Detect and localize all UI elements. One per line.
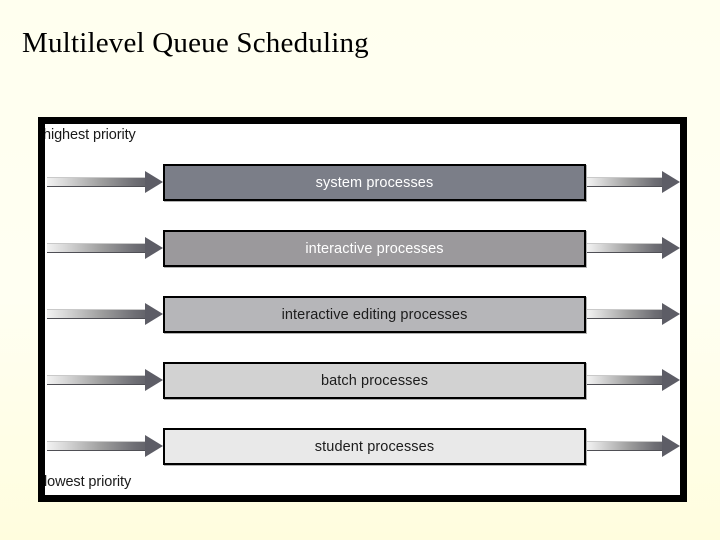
arrow-head (662, 435, 680, 457)
highest-priority-label: highest priority (43, 127, 136, 143)
arrow-shaft (587, 441, 664, 451)
arrow-shaft (587, 375, 664, 385)
queue-label: interactive editing processes (281, 306, 468, 323)
outgoing-arrow-icon (587, 171, 680, 193)
queue-label: student processes (314, 438, 435, 455)
diagram-inner-canvas: highest priority system processes (45, 124, 680, 495)
incoming-arrow-icon (47, 237, 163, 259)
incoming-arrow-icon (47, 435, 163, 457)
arrow-head (662, 237, 680, 259)
queue-box-student-processes[interactable]: student processes (163, 428, 586, 465)
arrow-head (145, 369, 163, 391)
incoming-arrow-icon (47, 303, 163, 325)
arrow-shaft (47, 243, 147, 253)
queue-box-interactive-editing-processes[interactable]: interactive editing processes (163, 296, 586, 333)
arrow-shaft (587, 243, 664, 253)
queue-row: student processes (45, 426, 680, 466)
queue-row: interactive processes (45, 228, 680, 268)
arrow-shaft (47, 375, 147, 385)
queue-label: interactive processes (305, 240, 444, 257)
arrow-head (662, 171, 680, 193)
arrow-head (145, 237, 163, 259)
page-title: Multilevel Queue Scheduling (22, 27, 369, 59)
queue-row: interactive editing processes (45, 294, 680, 334)
arrow-head (662, 303, 680, 325)
queue-box-interactive-processes[interactable]: interactive processes (163, 230, 586, 267)
arrow-shaft (47, 441, 147, 451)
arrow-head (662, 369, 680, 391)
outgoing-arrow-icon (587, 369, 680, 391)
arrow-head (145, 171, 163, 193)
arrow-head (145, 303, 163, 325)
incoming-arrow-icon (47, 171, 163, 193)
outgoing-arrow-icon (587, 237, 680, 259)
arrow-shaft (47, 309, 147, 319)
arrow-head (145, 435, 163, 457)
queue-box-system-processes[interactable]: system processes (163, 164, 586, 201)
queue-label: batch processes (320, 372, 429, 389)
arrow-shaft (587, 309, 664, 319)
queue-row: batch processes (45, 360, 680, 400)
incoming-arrow-icon (47, 369, 163, 391)
arrow-shaft (47, 177, 147, 187)
multilevel-queue-diagram: highest priority system processes (38, 117, 687, 502)
queue-label: system processes (315, 174, 434, 191)
queue-row: system processes (45, 162, 680, 202)
outgoing-arrow-icon (587, 435, 680, 457)
arrow-shaft (587, 177, 664, 187)
queue-box-batch-processes[interactable]: batch processes (163, 362, 586, 399)
lowest-priority-label: lowest priority (44, 474, 132, 490)
outgoing-arrow-icon (587, 303, 680, 325)
